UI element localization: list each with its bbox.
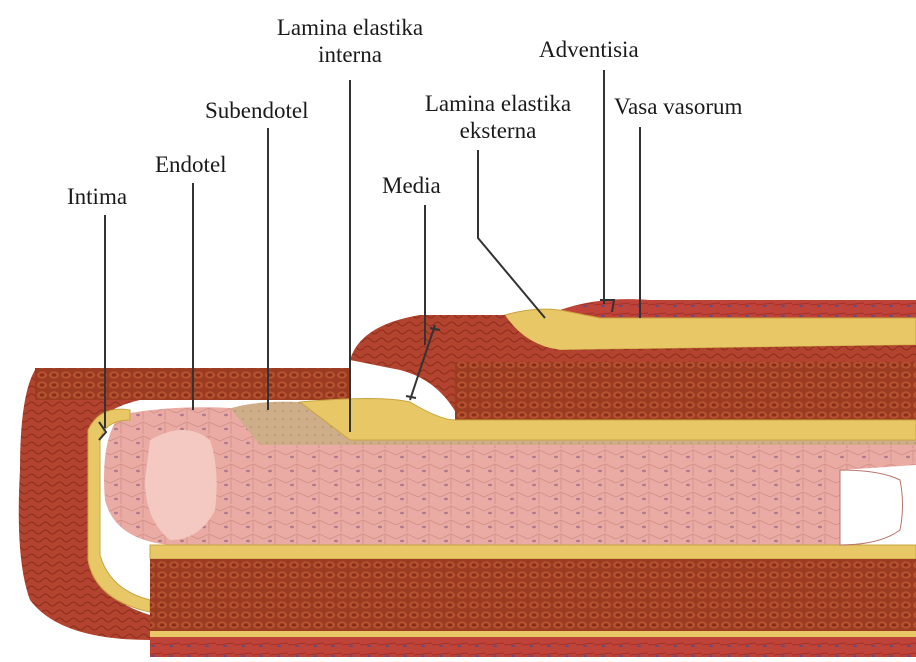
label-lamina-elastika-eksterna: Lamina elastika eksterna <box>402 90 594 144</box>
label-lamina-interna-line1: Lamina elastika <box>255 14 445 41</box>
label-vasa-vasorum: Vasa vasorum <box>614 93 742 120</box>
label-media: Media <box>382 172 441 199</box>
leader-intima <box>99 215 106 440</box>
label-adventisia: Adventisia <box>539 36 639 63</box>
label-lamina-interna-line2: interna <box>255 41 445 68</box>
label-intima: Intima <box>67 183 127 210</box>
label-endotel: Endotel <box>155 151 227 178</box>
leader-media <box>406 205 440 400</box>
label-lamina-elastika-interna: Lamina elastika interna <box>255 14 445 68</box>
label-lamina-eksterna-line2: eksterna <box>402 117 594 144</box>
leader-lamina-eksterna <box>478 150 545 318</box>
label-subendotel: Subendotel <box>205 97 309 124</box>
leader-adventisia <box>600 70 614 312</box>
label-lamina-eksterna-line1: Lamina elastika <box>402 90 594 117</box>
